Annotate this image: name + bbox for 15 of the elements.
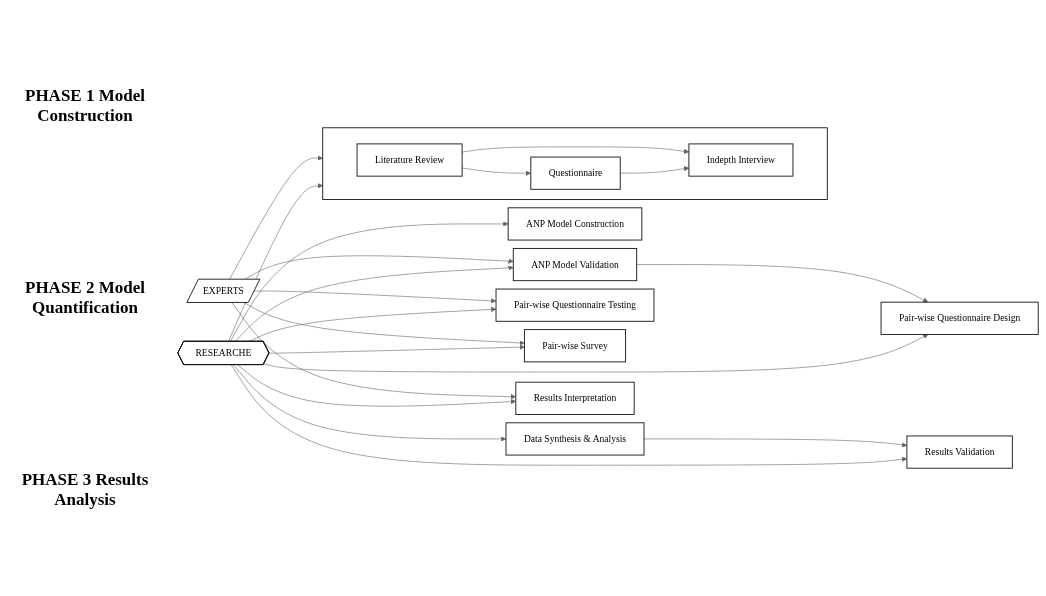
node-box: Results Interpretation	[515, 381, 635, 415]
node-box: Pair-wise Questionnaire Testing	[495, 288, 655, 322]
node-box: Indepth Interview	[688, 143, 794, 177]
phase-label: PHASE 3 Results Analysis	[20, 470, 150, 510]
node-box: ANP Model Validation	[512, 248, 638, 282]
node-box: Questionnaire	[530, 156, 621, 190]
node-box: Pair-wise Survey	[523, 329, 627, 363]
node-box: Data Synthesis & Analysis	[505, 422, 645, 456]
node-box: ANP Model Construction	[507, 207, 643, 241]
cluster	[322, 127, 828, 200]
node-box: Results Validation	[906, 435, 1013, 469]
node-box: Pair-wise Questionnaire Design	[880, 301, 1039, 335]
node-box: Literature Review	[356, 143, 463, 177]
phase-label: PHASE 2 Model Quantification	[24, 278, 146, 318]
phase-label: PHASE 1 Model Construction	[24, 86, 146, 126]
